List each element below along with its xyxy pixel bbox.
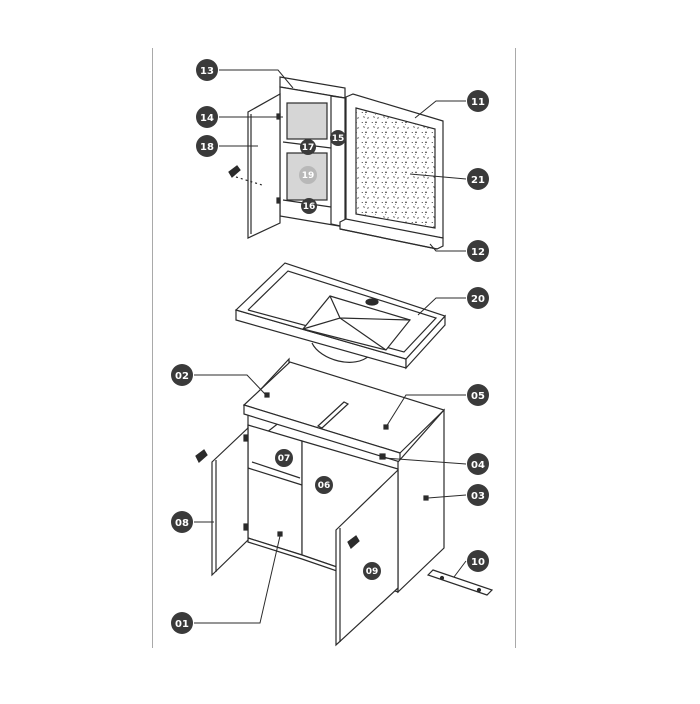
base-cabinet-fitting-icon xyxy=(423,495,429,501)
faucet-hole-icon xyxy=(365,298,379,306)
wall-mount-bracket xyxy=(426,569,494,596)
callout-05: 05 xyxy=(467,384,489,406)
leader-13 xyxy=(219,69,294,89)
callout-13-label: 13 xyxy=(200,66,214,77)
part-19-label: 19 xyxy=(302,171,315,181)
leader-11 xyxy=(414,100,466,119)
leader-01 xyxy=(194,535,281,624)
callout-08-label: 08 xyxy=(175,518,189,529)
callout-18: 18 xyxy=(196,135,218,157)
mirror-assembly xyxy=(339,93,444,250)
part-17-label: 17 xyxy=(302,143,315,153)
part-16: 16 xyxy=(301,198,317,214)
base-cabinet-left-handle-icon xyxy=(195,449,208,463)
callout-12: 12 xyxy=(467,240,489,262)
wall-cabinet-handle-icon xyxy=(228,165,241,178)
part-09: 09 xyxy=(363,562,381,580)
bracket-screw-icon xyxy=(476,587,482,593)
callout-04-label: 04 xyxy=(471,460,485,471)
sink-basin-crease xyxy=(329,295,411,321)
part-19: 19 xyxy=(299,166,317,184)
leader-05 xyxy=(385,394,466,428)
frame-right-border xyxy=(515,48,516,648)
part-15-label: 15 xyxy=(332,134,345,144)
callout-04: 04 xyxy=(467,453,489,475)
callout-14-label: 14 xyxy=(200,113,214,124)
wall-cabinet xyxy=(228,76,346,239)
part-06-label: 06 xyxy=(318,481,331,491)
callout-03: 03 xyxy=(467,484,489,506)
callout-11: 11 xyxy=(467,90,489,112)
part-07-label: 07 xyxy=(278,454,291,464)
base-cabinet-divider-top xyxy=(316,401,350,429)
base-cabinet xyxy=(195,357,446,647)
callout-20: 20 xyxy=(467,287,489,309)
leader-03 xyxy=(427,494,467,499)
base-cabinet-fitting-icon xyxy=(277,531,283,537)
part-15: 15 xyxy=(330,130,346,146)
callout-10-label: 10 xyxy=(471,557,485,568)
part-16-label: 16 xyxy=(303,202,316,212)
callout-13: 13 xyxy=(196,59,218,81)
leader-10 xyxy=(453,560,467,578)
callout-02: 02 xyxy=(171,364,193,386)
callout-02-label: 02 xyxy=(175,371,189,382)
base-cabinet-hinge-icon xyxy=(243,434,248,442)
callout-badges: 13 14 18 11 21 12 20 02 05 04 03 08 10 0… xyxy=(171,59,489,634)
base-cabinet-hinge-icon xyxy=(243,523,248,531)
bracket-screw-icon xyxy=(439,575,445,581)
callout-21: 21 xyxy=(467,168,489,190)
callout-21-label: 21 xyxy=(471,175,485,186)
callout-11-label: 11 xyxy=(471,97,485,108)
callout-12-label: 12 xyxy=(471,247,485,258)
leader-02 xyxy=(194,374,266,395)
callout-14: 14 xyxy=(196,106,218,128)
base-cabinet-right-handle-icon xyxy=(347,535,360,549)
part-06: 06 xyxy=(315,476,333,494)
callout-03-label: 03 xyxy=(471,491,485,502)
part-17: 17 xyxy=(300,139,316,155)
sink-countertop xyxy=(234,262,447,370)
frame-left-border xyxy=(152,48,153,648)
part-09-label: 09 xyxy=(366,567,379,577)
wall-cabinet-upper-compartment xyxy=(286,102,328,140)
leader-12 xyxy=(429,243,466,252)
callout-10: 10 xyxy=(467,550,489,572)
base-cabinet-shelf xyxy=(247,467,303,486)
base-cabinet-carcass-left xyxy=(247,424,303,556)
leader-lines xyxy=(194,69,467,624)
callout-05-label: 05 xyxy=(471,391,485,402)
leader-20 xyxy=(417,297,466,316)
bracket-bar xyxy=(426,569,494,596)
sink-bowl-underside xyxy=(311,342,371,363)
inline-part-badges: 15 17 19 16 07 06 09 xyxy=(275,130,381,580)
base-cabinet-right-door xyxy=(335,468,399,647)
callout-20-label: 20 xyxy=(471,294,485,305)
base-cabinet-fitting-icon xyxy=(264,392,270,398)
base-cabinet-shelf-edge xyxy=(251,461,301,479)
mirror-glass xyxy=(355,107,436,229)
base-cabinet-fitting-icon xyxy=(379,453,386,460)
callout-18-label: 18 xyxy=(200,142,214,153)
callout-08: 08 xyxy=(171,511,193,533)
part-07: 07 xyxy=(275,449,293,467)
wall-cabinet-hinge-icon xyxy=(276,197,281,204)
callout-01: 01 xyxy=(171,612,193,634)
leader-04 xyxy=(383,457,467,465)
leader-21 xyxy=(409,173,467,180)
callout-01-label: 01 xyxy=(175,619,189,630)
wall-cabinet-side-panel xyxy=(330,95,346,228)
base-cabinet-left-door xyxy=(211,426,249,577)
wall-cabinet-door xyxy=(247,92,281,239)
mirror-shelf-edge xyxy=(339,228,438,250)
